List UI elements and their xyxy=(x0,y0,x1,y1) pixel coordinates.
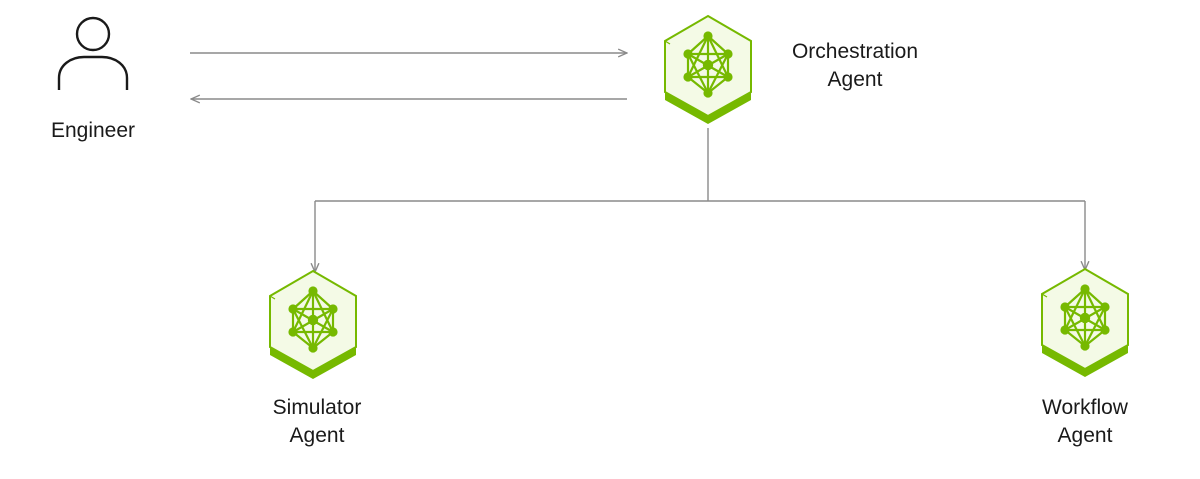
edge-orchestration-to-children xyxy=(315,128,1085,202)
engineer-label: Engineer xyxy=(33,117,153,145)
workflow-label-line2: Agent xyxy=(1057,424,1113,447)
orchestration-agent-label: Orchestration Agent xyxy=(760,38,950,94)
orchestration-agent-icon xyxy=(663,14,753,126)
simulator-label-line2: Agent xyxy=(289,424,345,447)
simulator-agent-label: Simulator Agent xyxy=(237,394,397,450)
orchestration-label-line2: Agent xyxy=(827,68,883,91)
workflow-label-line1: Workflow xyxy=(1042,396,1128,419)
simulator-agent-icon xyxy=(268,269,358,381)
simulator-label-line1: Simulator xyxy=(272,396,362,419)
orchestration-label-line1: Orchestration xyxy=(791,40,919,63)
person-icon xyxy=(57,16,129,90)
engineer-label-text: Engineer xyxy=(50,119,136,142)
workflow-agent-icon xyxy=(1040,267,1130,379)
workflow-agent-label: Workflow Agent xyxy=(1005,394,1165,450)
